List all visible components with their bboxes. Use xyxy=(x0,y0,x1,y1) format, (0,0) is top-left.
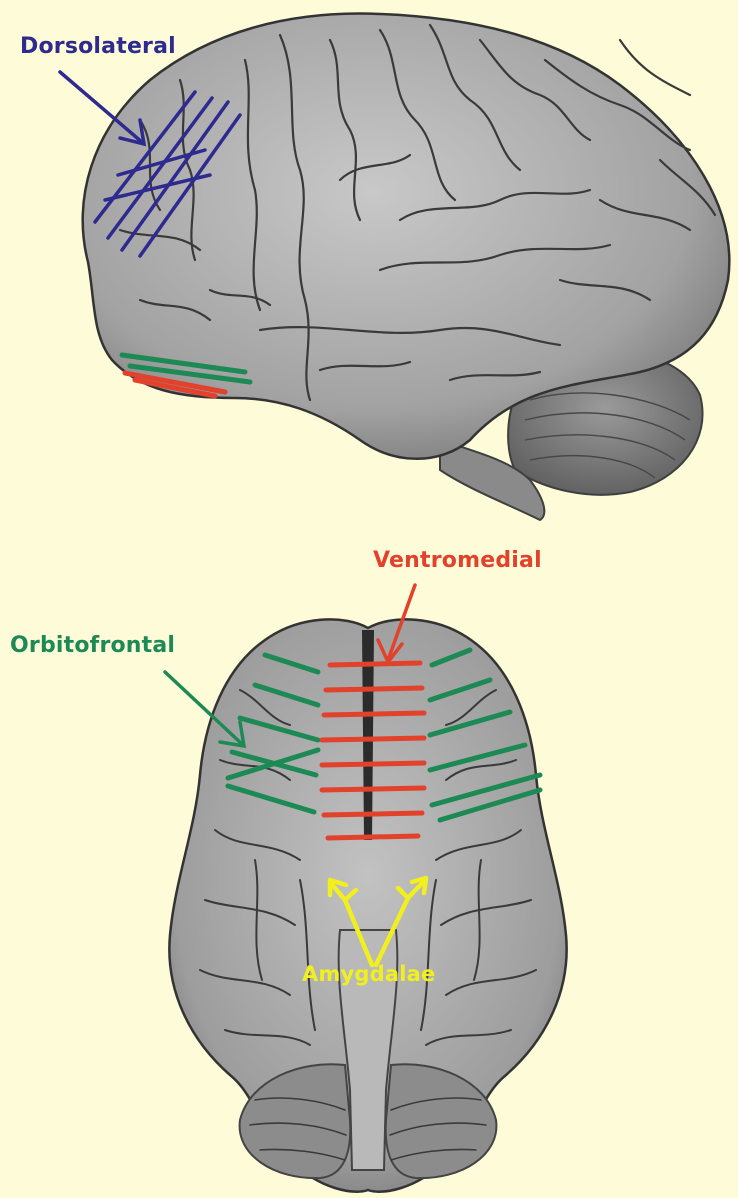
orbitofrontal-label: Orbitofrontal xyxy=(10,633,175,658)
dorsolateral-label: Dorsolateral xyxy=(20,34,176,59)
ventral-brain xyxy=(165,585,567,1192)
longitudinal-fissure xyxy=(362,630,374,840)
ventromedial-label: Ventromedial xyxy=(373,548,542,573)
amygdalae-label: Amygdalae xyxy=(302,962,435,986)
lateral-brain xyxy=(60,14,729,520)
